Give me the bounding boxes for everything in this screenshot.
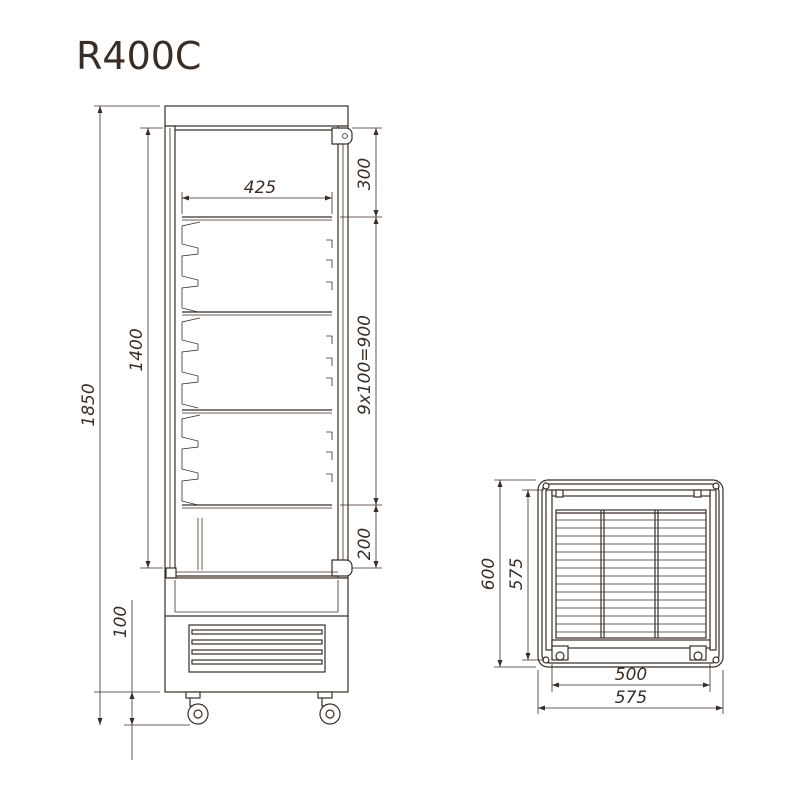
plan-view — [537, 479, 724, 668]
dim-bottom-gap: 200 — [355, 528, 375, 560]
caster-left — [185, 691, 209, 725]
front-dimensions: 1850 1400 100 425 300 9x100=900 200 — [79, 105, 382, 760]
plan-caster-right — [689, 645, 707, 661]
dim-width-outer: 575 — [615, 688, 647, 708]
dim-depth-inner: 575 — [507, 558, 527, 590]
dim-top-gap: 300 — [355, 158, 375, 190]
dim-plinth-height: 100 — [111, 606, 131, 638]
dim-depth-outer: 600 — [479, 558, 499, 590]
bottom-hinge — [331, 559, 353, 577]
plan-dimensions: 600 575 500 575 — [479, 479, 724, 714]
plan-caster-left — [551, 645, 569, 661]
dim-width-inner: 500 — [615, 665, 647, 685]
dim-total-height: 1850 — [79, 383, 99, 426]
top-cap — [164, 105, 349, 127]
top-hinge — [331, 127, 353, 145]
dim-display-height: 1400 — [127, 328, 147, 371]
right-shelf-pegs — [326, 239, 333, 482]
vent-grille — [188, 624, 326, 673]
dim-inner-width: 425 — [244, 178, 276, 198]
caster-right — [317, 691, 341, 725]
shelves — [182, 216, 332, 509]
left-shelf-brackets — [181, 221, 201, 506]
plan-shelf-grid — [555, 509, 707, 639]
front-view — [164, 105, 353, 725]
model-title: R400C — [76, 34, 202, 78]
dim-shelf-spacing: 9x100=900 — [355, 315, 375, 415]
